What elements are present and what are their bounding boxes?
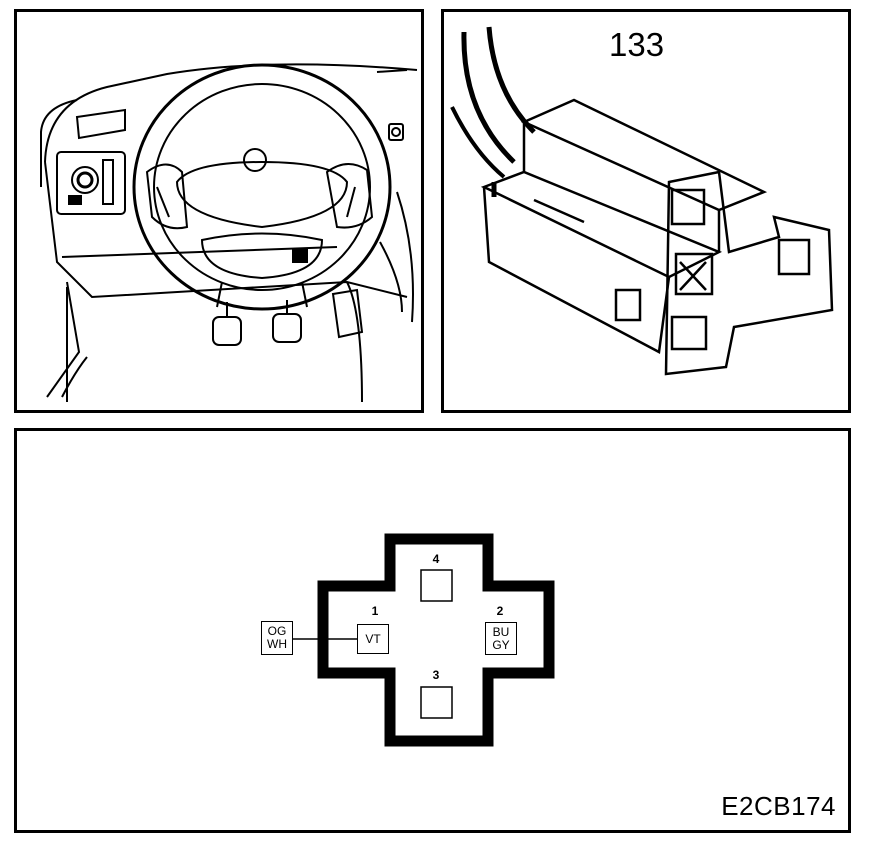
pin-number-3: 3 <box>432 668 440 682</box>
wire-color-line2: WH <box>267 637 287 651</box>
connector-view-panel: 133 <box>441 9 851 413</box>
pinout-panel: 1 2 3 4 VT BU GY OG WH E2CB174 <box>14 428 851 833</box>
dashboard-location-panel <box>14 9 424 413</box>
connector-face-outline <box>285 533 555 747</box>
wire-color-line1: OG <box>267 624 287 638</box>
wire-color-label: OG WH <box>261 621 293 655</box>
pin-2-wire-color: BU GY <box>485 622 517 655</box>
diagram-code: E2CB174 <box>721 791 836 821</box>
connector-number: 133 <box>609 26 665 63</box>
pin-2-color-line2: GY <box>492 637 510 652</box>
connector-illustration <box>450 26 834 376</box>
pin-1-color-code: VT <box>365 631 381 646</box>
dashboard-illustration <box>40 63 418 403</box>
pin-1-wire-color: VT <box>357 624 389 654</box>
pin-number-1: 1 <box>371 604 379 618</box>
pin-number-2: 2 <box>496 604 504 618</box>
pin-2-color-line1: BU <box>492 624 510 639</box>
pin-number-4: 4 <box>432 552 440 566</box>
